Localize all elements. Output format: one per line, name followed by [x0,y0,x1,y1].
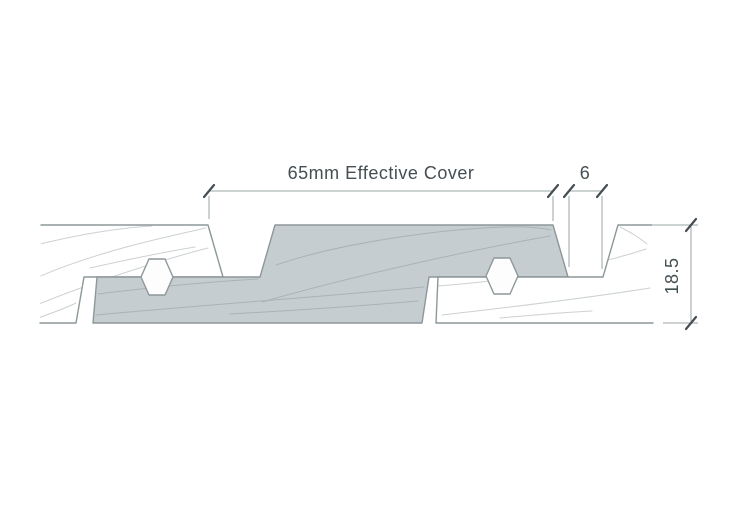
tick-mark-right [595,183,609,199]
board-left-grain [40,225,209,319]
board-right [435,224,654,324]
board-middle-body [93,225,568,323]
fastener-hex-right [485,257,519,295]
tick-mark-left [562,183,576,199]
thickness-label: 18.5 [662,257,682,294]
dimension-gap: 6 [562,163,609,269]
tick-mark-top [684,217,698,233]
dimension-thickness: 18.5 [653,217,698,331]
gap-label: 6 [580,163,591,183]
tick-mark-left [202,183,216,199]
board-middle-outline [92,224,569,324]
tick-mark-right [546,183,560,199]
effective-cover-label: 65mm Effective Cover [288,163,475,183]
dimension-effective-cover: 65mm Effective Cover [202,163,560,221]
board-middle-grain [95,226,552,316]
fastener-hex-left [140,258,174,296]
board-right-outline [435,224,654,324]
board-left-body [40,225,223,323]
fasteners [140,257,519,296]
tick-mark-bottom [684,315,698,331]
board-middle-highlighted [92,224,569,324]
board-right-body [436,225,653,323]
